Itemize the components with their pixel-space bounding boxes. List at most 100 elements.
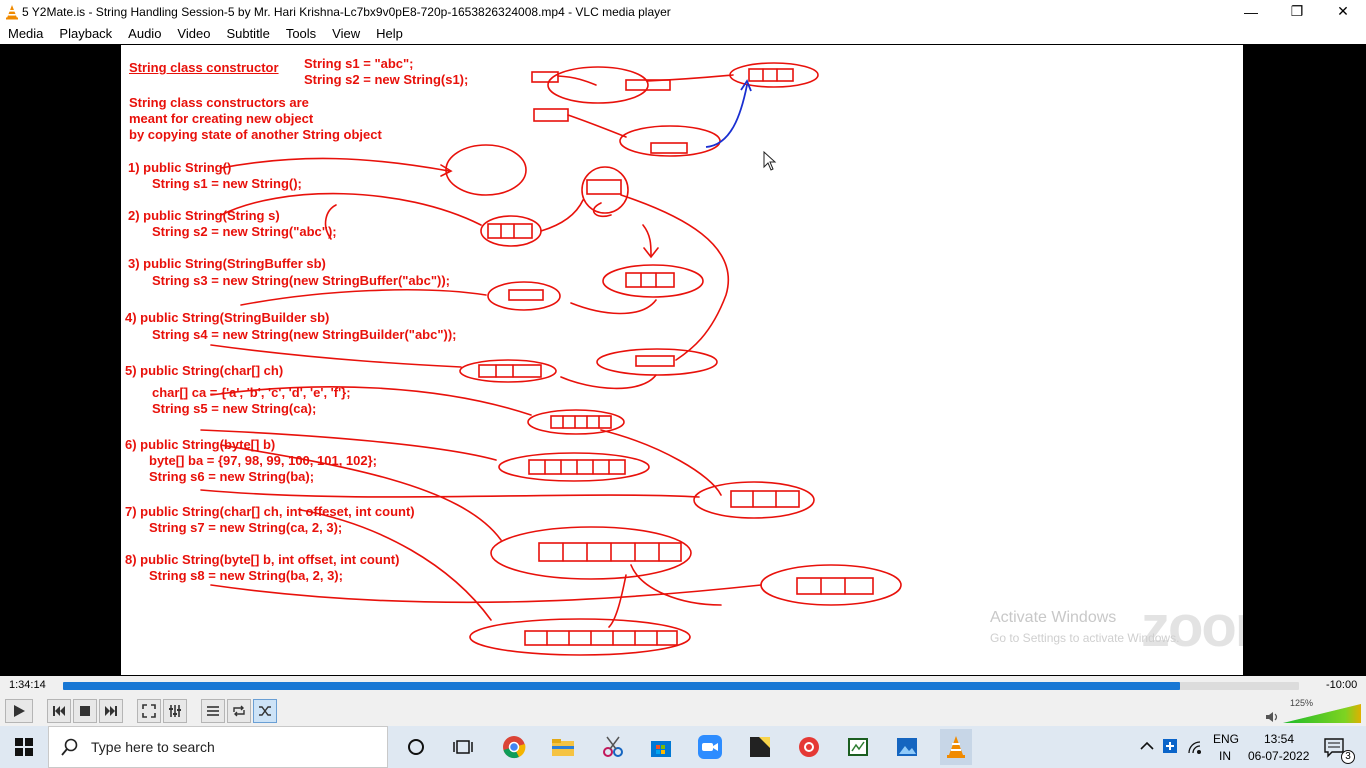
language-indicator[interactable]: ENG [1213,732,1240,746]
menu-audio[interactable]: Audio [128,26,162,41]
activate-windows-title: Activate Windows [990,609,1117,626]
elapsed-time: 1:34:14 [9,679,46,691]
menu-media[interactable]: Media [8,26,44,41]
constructor-3-signature: 3) public String(StringBuffer sb) [128,256,326,271]
search-icon [61,738,78,756]
window-title: 5 Y2Mate.is - String Handling Session-5 … [22,4,671,19]
clock-time[interactable]: 13:54 [1264,732,1295,746]
playlist-icon [207,706,219,716]
taskbar-search[interactable]: Type here to search [48,726,388,768]
remaining-time[interactable]: -10:00 [1326,679,1358,691]
menu-subtitle[interactable]: Subtitle [226,26,270,41]
maximize-button[interactable]: ❐ [1290,3,1304,19]
constructor-3-code: String s3 = new String(new StringBuffer(… [152,273,450,288]
shuffle-button[interactable] [253,699,277,723]
play-icon [14,705,25,717]
description-line-2: meant for creating new object [129,111,314,126]
zoom-app-icon[interactable] [694,731,726,763]
file-explorer-icon[interactable] [547,731,579,763]
shuffle-icon [259,706,271,716]
constructor-4-signature: 4) public String(StringBuilder sb) [125,310,330,325]
minimize-button[interactable]: — [1244,3,1258,20]
cortana-icon[interactable] [400,731,432,763]
menu-help[interactable]: Help [376,26,403,41]
video-area[interactable]: String class constructor String s1 = "ab… [0,44,1366,676]
previous-button[interactable] [47,699,71,723]
chrome-icon[interactable] [498,731,530,763]
fullscreen-icon [142,704,156,718]
lecture-slide: String class constructor String s1 = "ab… [121,45,1243,675]
header-code-2: String s2 = new String(s1); [304,72,469,87]
handwritten-annotations [200,62,902,656]
notification-center-icon[interactable] [1324,738,1346,758]
sticky-notes-icon[interactable] [744,731,776,763]
mouse-cursor-icon [763,150,777,171]
constructor-4-code: String s4 = new String(new StringBuilder… [152,327,457,342]
screen-recorder-icon[interactable] [793,731,825,763]
constructor-5-signature: 5) public String(char[] ch) [125,363,284,378]
menu-tools[interactable]: Tools [285,26,317,41]
chevron-up-icon[interactable] [1140,741,1154,751]
play-button[interactable] [5,699,33,723]
constructor-5-code-1: char[] ca = {'a', 'b', 'c', 'd', 'e', 'f… [152,385,351,400]
volume-label: 125% [1290,698,1314,708]
menu-playback[interactable]: Playback [59,26,113,41]
photos-icon[interactable] [891,731,923,763]
windows-logo-icon [15,738,33,756]
stop-icon [80,706,90,716]
seek-progress [63,682,1181,690]
network-icon[interactable] [1188,741,1204,755]
constructor-7-signature: 7) public String(char[] ch, int offeset,… [125,504,415,519]
constructor-6-code-1: byte[] ba = {97, 98, 99, 100, 101, 102}; [149,453,378,468]
vlc-cone-icon [6,4,18,19]
constructor-2-code: String s2 = new String("abc"); [152,224,337,239]
task-view-icon[interactable] [447,731,479,763]
start-button[interactable] [0,726,48,768]
taskbar: Type here to search ENG IN 13:54 06-07-2… [0,726,1366,768]
region-indicator: IN [1219,749,1231,763]
description-line-1: String class constructors are [129,95,309,110]
snipping-tool-icon[interactable] [597,731,629,763]
zoom-logo: zoom [1141,594,1243,659]
speaker-icon[interactable] [1265,711,1279,723]
seek-row: 1:34:14 -10:00 [0,676,1366,696]
close-button[interactable]: ✕ [1337,3,1349,19]
menu-bar: Media Playback Audio Video Subtitle Tool… [0,23,1366,44]
blue-reference-arrow [705,84,748,148]
previous-icon [53,706,65,716]
next-icon [105,706,117,716]
notification-count-badge: 3 [1341,750,1355,764]
menu-video[interactable]: Video [177,26,211,41]
plus-icon[interactable] [1163,739,1177,753]
sliders-icon [169,705,181,717]
value-object-1 [547,66,649,104]
constructor-1-code: String s1 = new String(); [152,176,302,191]
value-object-2 [619,125,721,157]
volume-slider[interactable] [1283,704,1361,724]
description-line-3: by copying state of another String objec… [129,127,382,142]
loop-icon [233,705,245,717]
whiteboard-icon[interactable] [842,731,874,763]
next-button[interactable] [99,699,123,723]
microsoft-store-icon[interactable] [645,731,677,763]
constructor-8-code: String s8 = new String(ba, 2, 3); [149,568,343,583]
playlist-button[interactable] [201,699,225,723]
player-controls: 125% [0,696,1366,726]
empty-string-object [445,144,527,196]
title-bar: 5 Y2Mate.is - String Handling Session-5 … [0,0,1366,23]
constructor-2-signature: 2) public String(String s) [128,208,280,223]
char-array-object-top [729,62,819,88]
constructor-5-code-2: String s5 = new String(ca); [152,401,317,416]
constructor-7-code: String s7 = new String(ca, 2, 3); [149,520,343,535]
extended-settings-button[interactable] [163,699,187,723]
slide-heading: String class constructor [129,60,279,75]
seek-bar[interactable] [63,682,1299,690]
fullscreen-button[interactable] [137,699,161,723]
clock-date[interactable]: 06-07-2022 [1248,749,1310,763]
constructor-6-code-2: String s6 = new String(ba); [149,469,315,484]
loop-button[interactable] [227,699,251,723]
vlc-taskbar-icon[interactable] [940,729,972,765]
stop-button[interactable] [73,699,97,723]
menu-view[interactable]: View [332,26,361,41]
activate-windows-subtitle: Go to Settings to activate Windows. [990,631,1180,645]
